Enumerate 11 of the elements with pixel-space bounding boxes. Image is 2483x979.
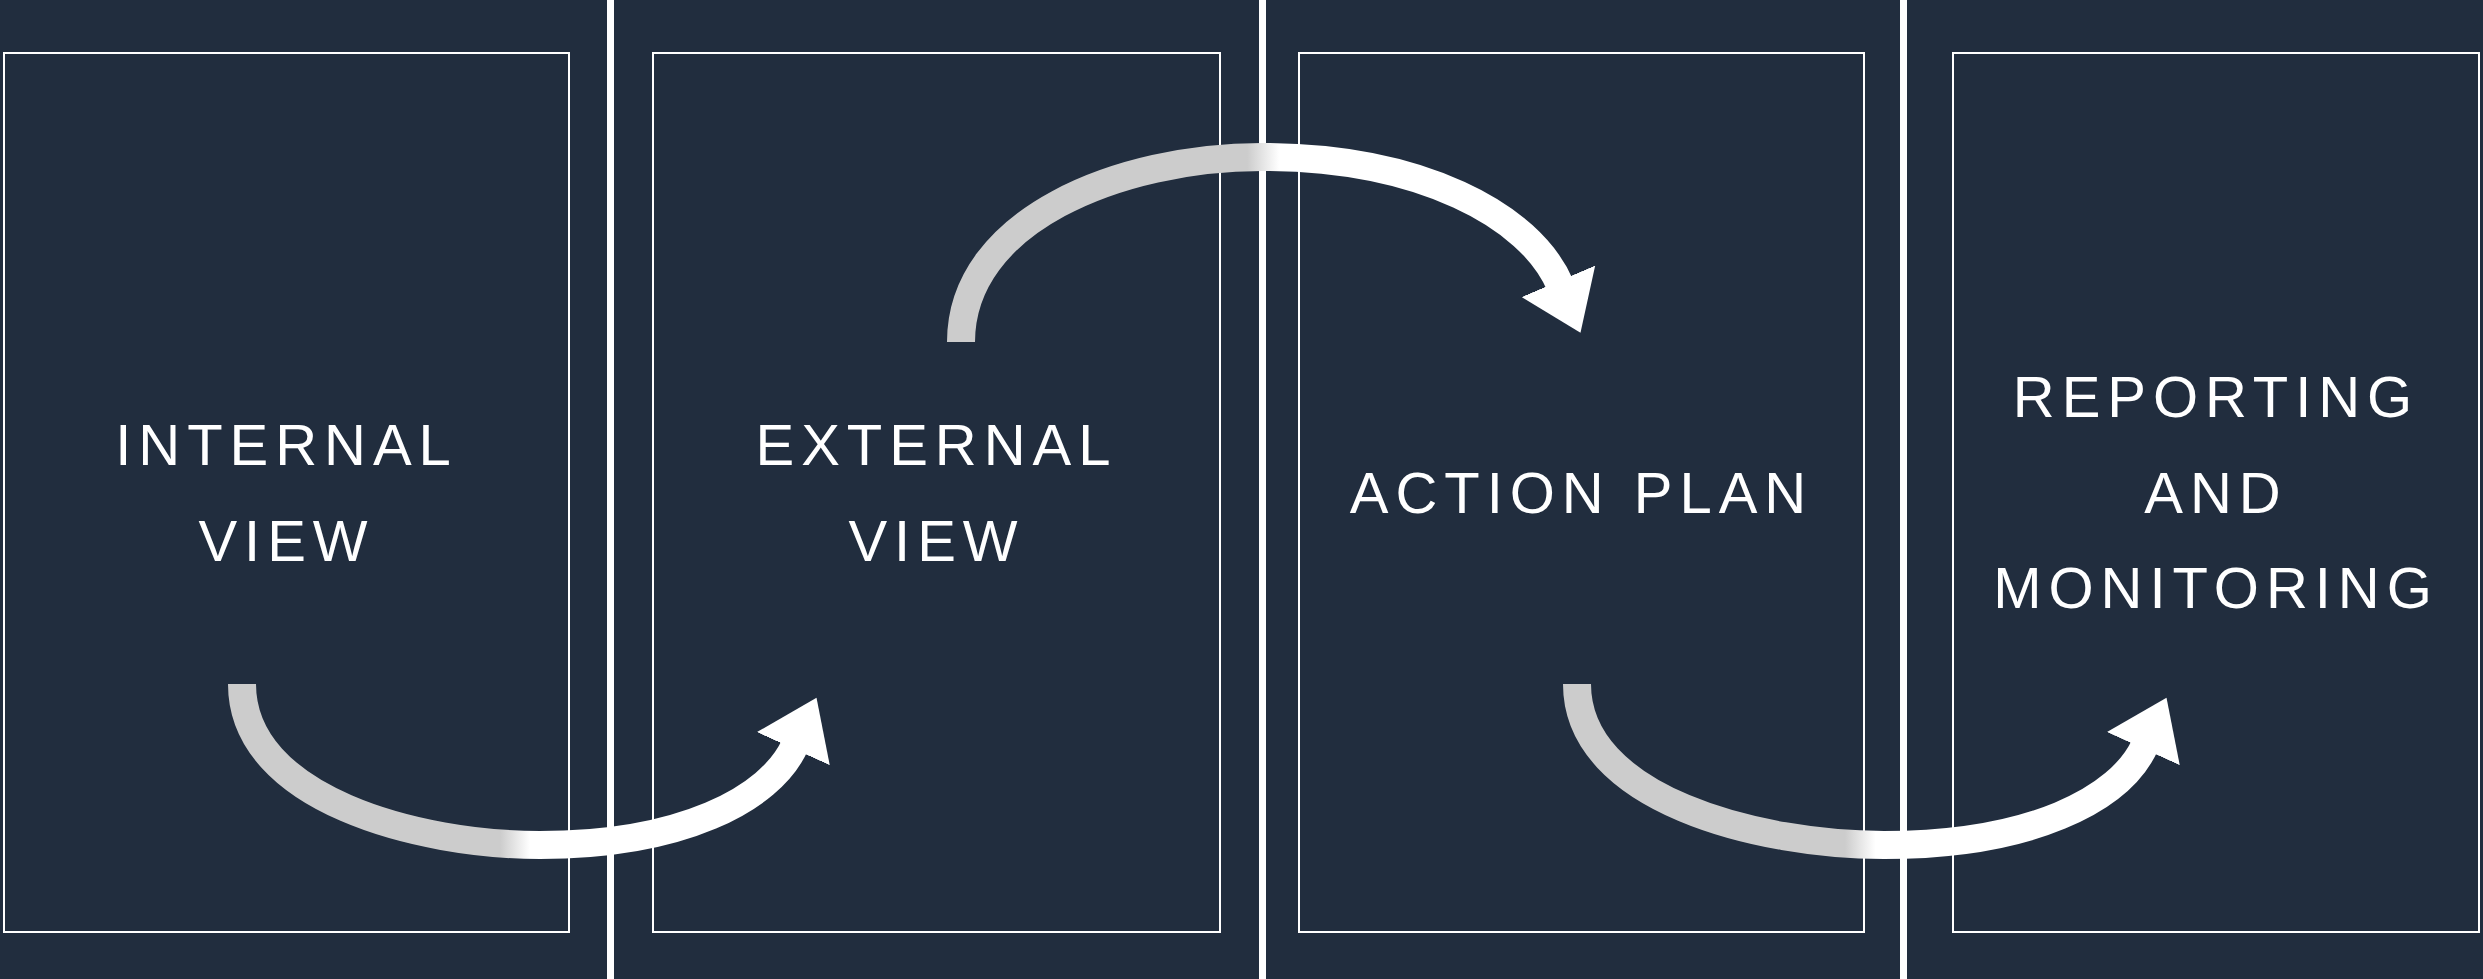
curved-arrow [1563,682,2178,859]
panel-title: EXTERNAL VIEW [754,410,1119,575]
curved-arrow [947,143,1594,344]
panel-title: REPORTING AND MONITORING [1992,362,2440,623]
panel-title: ACTION PLAN [1349,458,1814,527]
panel-box [1952,52,2480,933]
panel-box [3,52,570,933]
panel-title: INTERNAL VIEW [114,410,459,575]
panel-box [652,52,1221,933]
curved-arrow [228,682,828,859]
panel-box [1298,52,1865,933]
